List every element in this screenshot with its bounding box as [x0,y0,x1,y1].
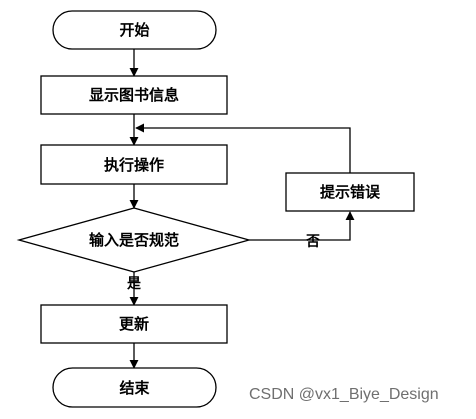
show-error-node: 提示错误 [285,172,415,212]
edge-yes-label: 是 [127,276,142,292]
csdn-watermark: CSDN @vx1_Biye_Design [249,386,439,403]
do-action-node: 执行操作 [40,144,228,185]
update-node: 更新 [40,304,228,344]
end-node: 结束 [52,367,217,408]
show-info-node-label: 显示图书信息 [89,86,179,104]
start-node-label: 开始 [119,21,149,39]
update-node-label: 更新 [119,315,149,333]
edge-no-label: 否 [305,234,320,250]
edge-decision-no-to-show-error [249,211,355,241]
end-node-label: 结束 [119,379,150,397]
edge-show-error-loop-back [135,123,351,173]
do-action-node-label: 执行操作 [104,156,164,174]
decision-node: 输入是否规范 [16,207,252,273]
start-node: 开始 [52,10,217,50]
show-error-node-label: 提示错误 [320,183,381,201]
show-info-node: 显示图书信息 [40,75,228,115]
decision-node-label: 输入是否规范 [89,231,179,249]
